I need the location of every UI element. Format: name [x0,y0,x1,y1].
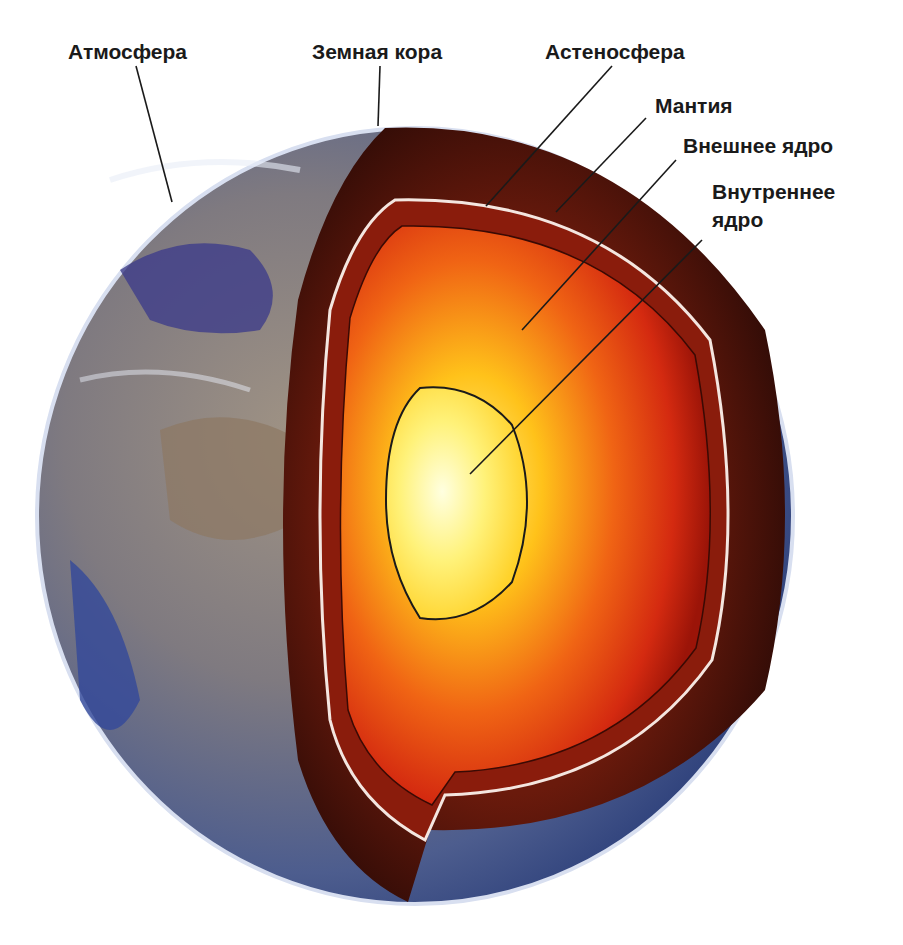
part-label: Астеносфера [545,38,685,66]
part-label: Атмосфера [68,38,187,66]
part-label: Земная кора [312,38,442,66]
leader-lines [136,66,702,474]
part-label: Внутреннее ядро [712,178,862,234]
part-label: Мантия [655,92,733,120]
part-label: Внешнее ядро [683,132,833,160]
